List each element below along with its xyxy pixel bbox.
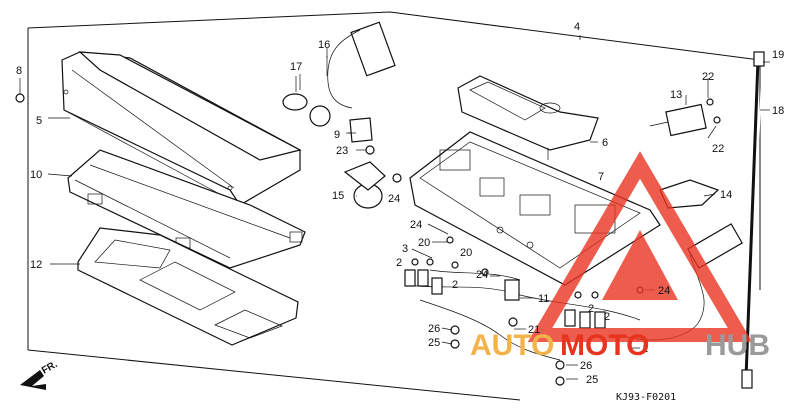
callout-22b: 22 [712, 143, 724, 155]
callout-22a: 22 [702, 71, 714, 83]
front-direction-label: FR. [40, 359, 60, 377]
callout-2c: 2 [588, 303, 594, 315]
switch-part [649, 98, 721, 137]
callout-21: 21 [528, 324, 540, 336]
callout-8: 8 [16, 65, 22, 77]
callout-25b: 25 [586, 374, 598, 386]
callout-1: 1 [642, 343, 648, 355]
callout-17: 17 [290, 61, 302, 73]
callout-15: 15 [332, 190, 344, 202]
assembly-frame-top [27, 11, 761, 61]
callout-25a: 25 [428, 337, 440, 349]
callout-4: 4 [574, 21, 580, 33]
callout-5: 5 [36, 115, 42, 127]
callout-6: 6 [602, 137, 608, 149]
callout-labels: 8 5 10 12 17 16 4 9 23 15 24 24 20 20 3 … [16, 21, 784, 386]
callout-23: 23 [336, 145, 348, 157]
callout-16: 16 [318, 39, 330, 51]
callout-14: 14 [720, 189, 732, 201]
bracket-part [343, 117, 402, 209]
callout-2a: 2 [396, 257, 402, 269]
callout-13: 13 [670, 89, 682, 101]
base-plate-part [77, 227, 299, 346]
callout-24d: 24 [658, 285, 670, 297]
watermark-moto: MOTO [560, 329, 649, 362]
callout-3: 3 [402, 243, 408, 255]
callout-7: 7 [598, 171, 604, 183]
watermark-text: AUTO MOTO HUB [470, 329, 770, 362]
assembly-frame-bottom [27, 349, 521, 401]
drawing-code: KJ93-F0201 [616, 392, 676, 403]
callout-2b: 2 [452, 279, 458, 291]
callout-10: 10 [30, 169, 42, 181]
callout-11: 11 [538, 293, 549, 305]
top-cover-part [61, 51, 302, 206]
callout-18: 18 [772, 105, 784, 117]
callout-26a: 26 [428, 323, 440, 335]
watermark-hub: HUB [705, 329, 770, 362]
callout-19: 19 [772, 49, 784, 61]
wiring-connector-part [282, 21, 396, 127]
watermark-logo [527, 151, 753, 342]
lens-panel-part [67, 149, 306, 269]
callout-20b: 20 [460, 247, 472, 259]
callout-2d: 2 [604, 311, 610, 323]
callout-12: 12 [30, 259, 42, 271]
callout-9: 9 [334, 129, 340, 141]
speedometer-cable-part [741, 51, 765, 389]
callout-24a: 24 [388, 193, 400, 205]
callout-20a: 20 [418, 237, 430, 249]
watermark-auto: AUTO [470, 329, 554, 362]
callout-24b: 24 [410, 219, 422, 231]
callout-26b: 26 [580, 360, 592, 372]
knob-part [15, 78, 25, 103]
front-direction-arrow: FR. [20, 359, 60, 390]
top-bracket-part [457, 75, 599, 160]
callout-24c: 24 [476, 269, 488, 281]
